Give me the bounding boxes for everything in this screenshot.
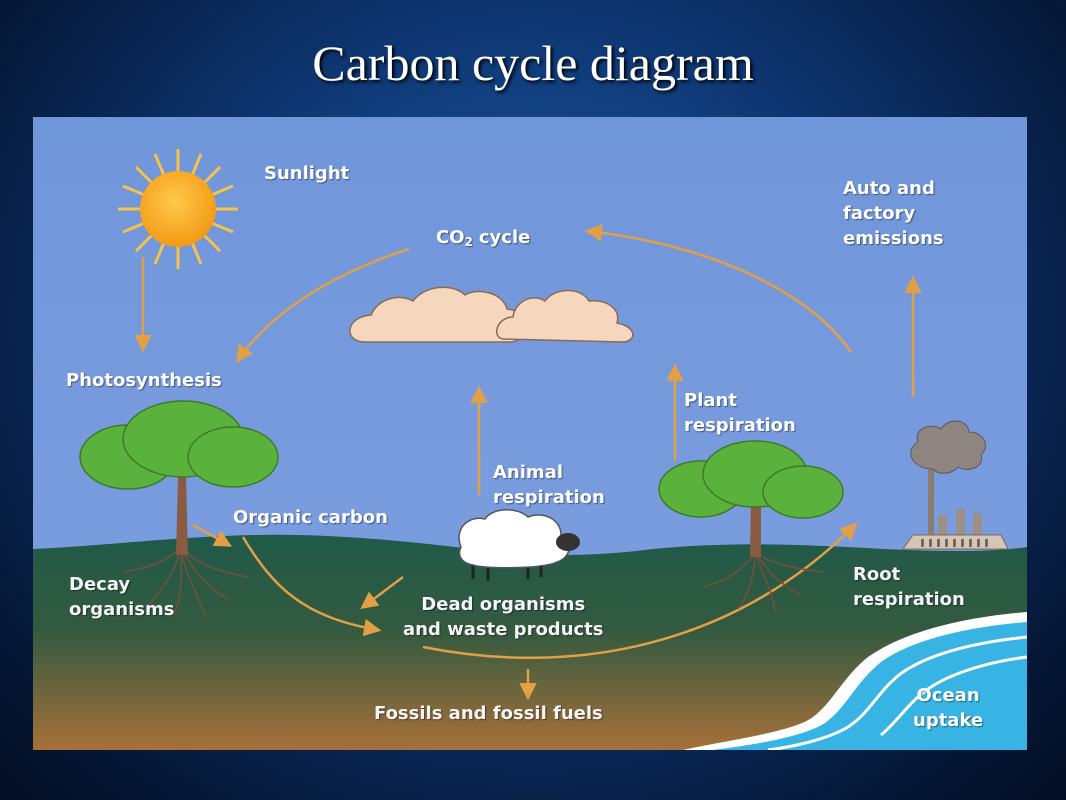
organic-carbon-arrow — [192, 523, 233, 547]
root-respiration-arrow — [422, 522, 858, 659]
ocean-wave-icon — [683, 612, 1027, 750]
root-line-1: Root — [853, 564, 901, 585]
sun-icon — [118, 149, 238, 269]
photosynthesis-label: Photosynthesis — [66, 370, 222, 391]
auto-factory-emissions-label: Auto and factory emissions — [843, 176, 944, 251]
animal-line-2: respiration — [493, 487, 605, 508]
root-respiration-label: Root respiration — [853, 562, 965, 612]
co2-prefix: CO — [436, 227, 465, 248]
slide-title: Carbon cycle diagram — [312, 35, 754, 91]
dead-organisms-label: Dead organisms and waste products — [403, 592, 604, 642]
decay-organisms-label: Decay organisms — [69, 572, 174, 622]
cloud-icon — [349, 286, 634, 343]
auto-line-2: factory — [843, 203, 916, 224]
factory-icon — [902, 465, 1009, 550]
co2-cycle-arrows — [134, 223, 922, 701]
auto-line-3: emissions — [843, 228, 944, 249]
decay-line-1: Decay — [69, 574, 131, 595]
co2-suffix: cycle — [478, 227, 531, 248]
decay-arrow — [241, 536, 382, 637]
ocean-line-2: uptake — [913, 710, 984, 731]
dead-line-2: and waste products — [403, 619, 604, 640]
plant-line-2: respiration — [684, 415, 796, 436]
animal-waste-arrow — [360, 576, 404, 610]
decay-line-2: organisms — [69, 599, 175, 620]
tree-icon — [658, 440, 844, 613]
co2-subscript: 2 — [464, 235, 473, 249]
smoke-icon — [910, 420, 986, 474]
tree-icon — [79, 400, 279, 618]
sheep-icon — [458, 509, 580, 581]
organic-carbon-label: Organic carbon — [233, 507, 388, 528]
root-line-2: respiration — [853, 589, 965, 610]
auto-line-1: Auto and — [843, 178, 935, 199]
animal-line-1: Animal — [493, 462, 563, 483]
diagram-artwork — [33, 117, 1027, 750]
animal-respiration-label: Animal respiration — [493, 460, 605, 510]
co2-to-photosynthesis-arrow — [235, 247, 410, 363]
ocean-uptake-label: Ocean uptake — [913, 683, 983, 733]
ocean-line-1: Ocean — [916, 685, 980, 706]
plant-respiration-label: Plant respiration — [684, 388, 796, 438]
plant-line-1: Plant — [684, 390, 737, 411]
fossils-label: Fossils and fossil fuels — [374, 703, 603, 724]
emissions-to-co2-arrow — [584, 223, 853, 353]
sunlight-label: Sunlight — [264, 163, 350, 184]
dead-line-1: Dead organisms — [421, 594, 586, 615]
